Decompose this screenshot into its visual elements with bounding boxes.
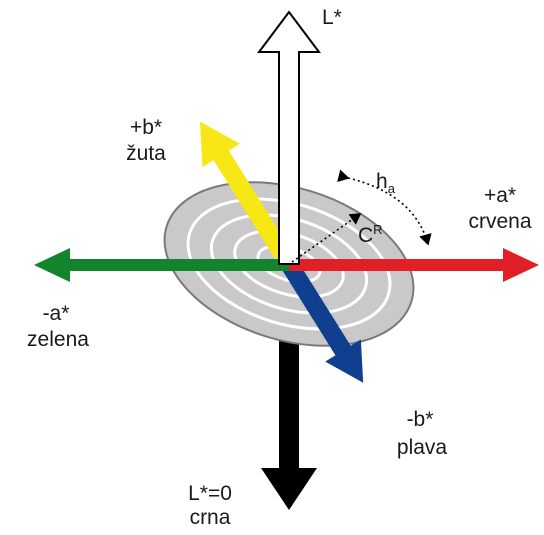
chroma-label: CR [358, 222, 383, 247]
l-zero-label: L*=0 [188, 482, 232, 505]
hue-angle-label: ha [376, 170, 395, 197]
red-axis-arrow [289, 248, 539, 282]
zuta-label: žuta [126, 142, 166, 165]
plus-a-label: +a* [483, 184, 517, 207]
minus-b-label: -b* [406, 408, 434, 431]
chroma-radius-line [291, 213, 362, 263]
white-axis-arrow [257, 10, 321, 265]
plava-label: plava [396, 436, 448, 459]
crvena-label: crvena [468, 210, 532, 233]
zelena-label: zelena [27, 328, 89, 351]
yellow-axis-arrow [199, 121, 297, 269]
l-star-label: L* [322, 6, 342, 29]
blue-axis-arrow [281, 259, 364, 383]
plus-b-label: +b* [129, 116, 163, 139]
crna-label: crna [189, 506, 231, 529]
green-axis-arrow [34, 248, 289, 282]
minus-a-label: -a* [42, 302, 70, 325]
